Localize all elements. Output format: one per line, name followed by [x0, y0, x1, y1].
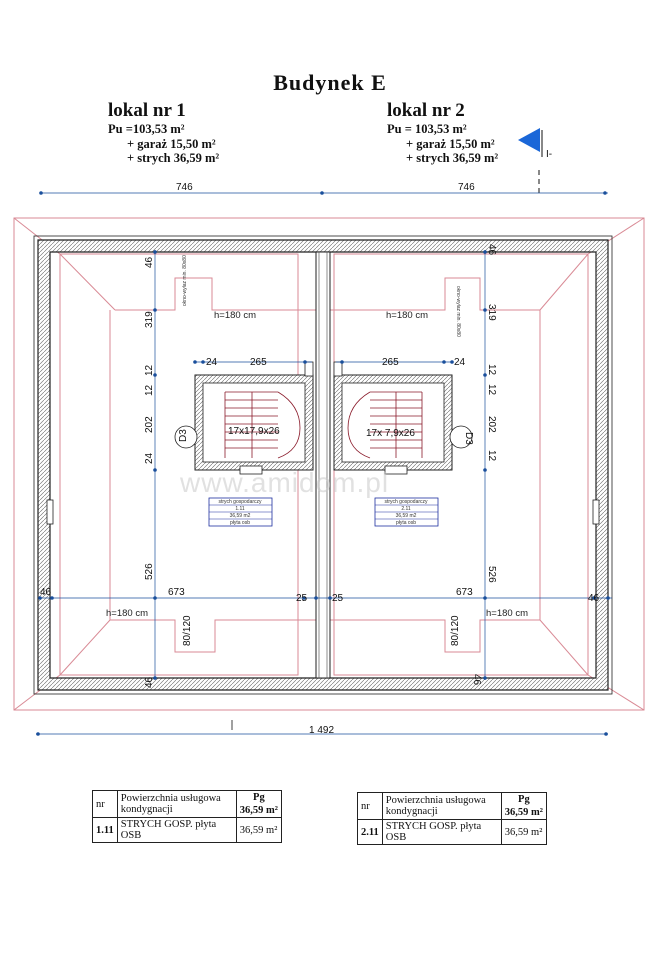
room-finish-right: płyta osb: [396, 520, 416, 526]
dim-24-left: 24: [144, 452, 155, 464]
party-wall: [315, 251, 331, 679]
col-desc-header: Powierzchnia usługowa kondygnacji: [116, 790, 237, 818]
height-label-bottom-left: h=180 cm: [106, 608, 148, 619]
dim-265-right: 265: [382, 357, 399, 368]
col-desc-header: Powierzchnia usługowa kondygnacji: [381, 792, 502, 820]
lokal-2-heading: lokal nr 2: [387, 100, 465, 121]
dim-526-left: 526: [144, 563, 155, 580]
vent-icon: [304, 361, 314, 377]
row-area: 36,59 m²: [235, 817, 282, 843]
dim-tick: [603, 191, 607, 195]
dim-12-right-c: 12: [486, 450, 497, 462]
dim-total: 1 492: [309, 725, 334, 736]
row-desc: STRYCH GOSP. płyta OSB: [381, 819, 502, 845]
dim-202-left: 202: [144, 416, 155, 433]
vent-icon: [333, 361, 343, 377]
roof-hatch-label-left: okno-wyłaz min. 80x80: [182, 255, 188, 306]
room-area-right: 36,59 m2: [396, 513, 417, 519]
exterior-walls: [33, 235, 613, 695]
row-nr: 1.11: [92, 817, 118, 843]
building-title: Budynek E: [273, 70, 387, 95]
lokal-1-attic: + strych 36,59 m²: [127, 151, 220, 165]
interior-dimension-lines: [36, 250, 612, 735]
section-mark: I-: [546, 149, 552, 160]
dim-46-bottom-right: 46: [471, 674, 482, 686]
dim-12-left-a: 12: [144, 364, 155, 376]
lokal-2-area: Pu = 103,53 m²: [387, 122, 467, 136]
room-nr-left: 1.11: [235, 506, 245, 512]
dim-24-stair-right: 24: [454, 357, 466, 368]
door-label-right: D3: [463, 432, 474, 445]
dim-46-top-right: 46: [486, 244, 497, 256]
watermark: www.amidom.pl: [179, 467, 389, 498]
room-area-left: 36,59 m2: [230, 513, 251, 519]
roof-hatch-label-right: okno-wyłaz min. 80x80: [455, 286, 461, 337]
row-desc: STRYCH GOSP. płyta OSB: [116, 817, 237, 843]
room-name-left: strych gospodarczy: [218, 499, 262, 505]
lokal-2-garage: + garaż 15,50 m²: [406, 137, 495, 151]
col-pg-header: Pg: [500, 792, 547, 806]
door-label-left: D3: [178, 429, 189, 442]
area-table-left: nr Powierzchnia usługowa kondygnacji Pg …: [92, 790, 282, 843]
dim-46-mid-right: 46: [588, 593, 600, 604]
dim-tick: [39, 191, 43, 195]
col-nr-header: nr: [357, 792, 383, 820]
window-left-icon: [46, 499, 54, 525]
dim-319-left: 319: [144, 311, 155, 328]
stairwell-left: [174, 374, 314, 475]
height-label-top-left: h=180 cm: [214, 310, 256, 321]
height-label-bottom-right: h=180 cm: [486, 608, 528, 619]
dim-46-bottom-left: 46: [144, 676, 155, 688]
dim-12-left-b: 12: [144, 384, 155, 396]
room-name-right: strych gospodarczy: [384, 499, 428, 505]
row-nr: 2.11: [357, 819, 383, 845]
room-label-right: strych gospodarczy 2.11 36,59 m2 płyta o…: [374, 497, 439, 527]
room-finish-left: płyta osb: [230, 520, 250, 526]
dim-202-right: 202: [486, 416, 497, 433]
row-area: 36,59 m²: [500, 819, 547, 845]
dim-673-left: 673: [168, 587, 185, 598]
window-right-icon: [592, 499, 600, 525]
dim-319-right: 319: [486, 304, 497, 321]
dim-top-left: 746: [176, 182, 193, 193]
dim-24-stair-left: 24: [206, 357, 218, 368]
col-nr-header: nr: [92, 790, 118, 818]
dim-265-left: 265: [250, 357, 267, 368]
dim-top-right: 746: [458, 182, 475, 193]
stair-spec-left: 17x17,9x26: [228, 426, 280, 437]
area-table-right: nr Powierzchnia usługowa kondygnacji Pg …: [357, 792, 547, 845]
height-label-top-right: h=180 cm: [386, 310, 428, 321]
dim-25-left: 25: [296, 593, 308, 604]
attic-floor-plan: I- 746 746: [13, 128, 645, 736]
lokal-1-area: Pu =103,53 m²: [108, 122, 185, 136]
dim-46-mid-left: 46: [40, 587, 52, 598]
lokal-1-heading: lokal nr 1: [108, 100, 186, 121]
col-pg-header: Pg: [235, 790, 282, 804]
section-arrow-icon: [518, 128, 540, 152]
stairwell-right: [333, 374, 473, 475]
dim-tick: [320, 191, 324, 195]
dim-12-right-b: 12: [486, 384, 497, 396]
dim-526-right: 526: [486, 566, 497, 583]
dim-25-right: 25: [332, 593, 344, 604]
room-nr-right: 2.11: [401, 506, 411, 512]
lokal-1-garage: + garaż 15,50 m²: [127, 137, 216, 151]
dim-12-right-a: 12: [486, 364, 497, 376]
room-label-left: strych gospodarczy 1.11 36,59 m2 płyta o…: [208, 497, 273, 527]
total-area: 36,59 m²: [235, 804, 282, 818]
dim-80-120-right: 80/120: [450, 615, 461, 646]
lokal-2-attic: + strych 36,59 m²: [406, 151, 499, 165]
stair-spec-right: 17x 7,9x26: [366, 428, 415, 439]
total-area: 36,59 m²: [500, 806, 547, 820]
dim-ticks: [36, 250, 610, 736]
dim-80-120-left: 80/120: [182, 615, 193, 646]
dim-673-right: 673: [456, 587, 473, 598]
dim-46-top-left: 46: [144, 256, 155, 268]
